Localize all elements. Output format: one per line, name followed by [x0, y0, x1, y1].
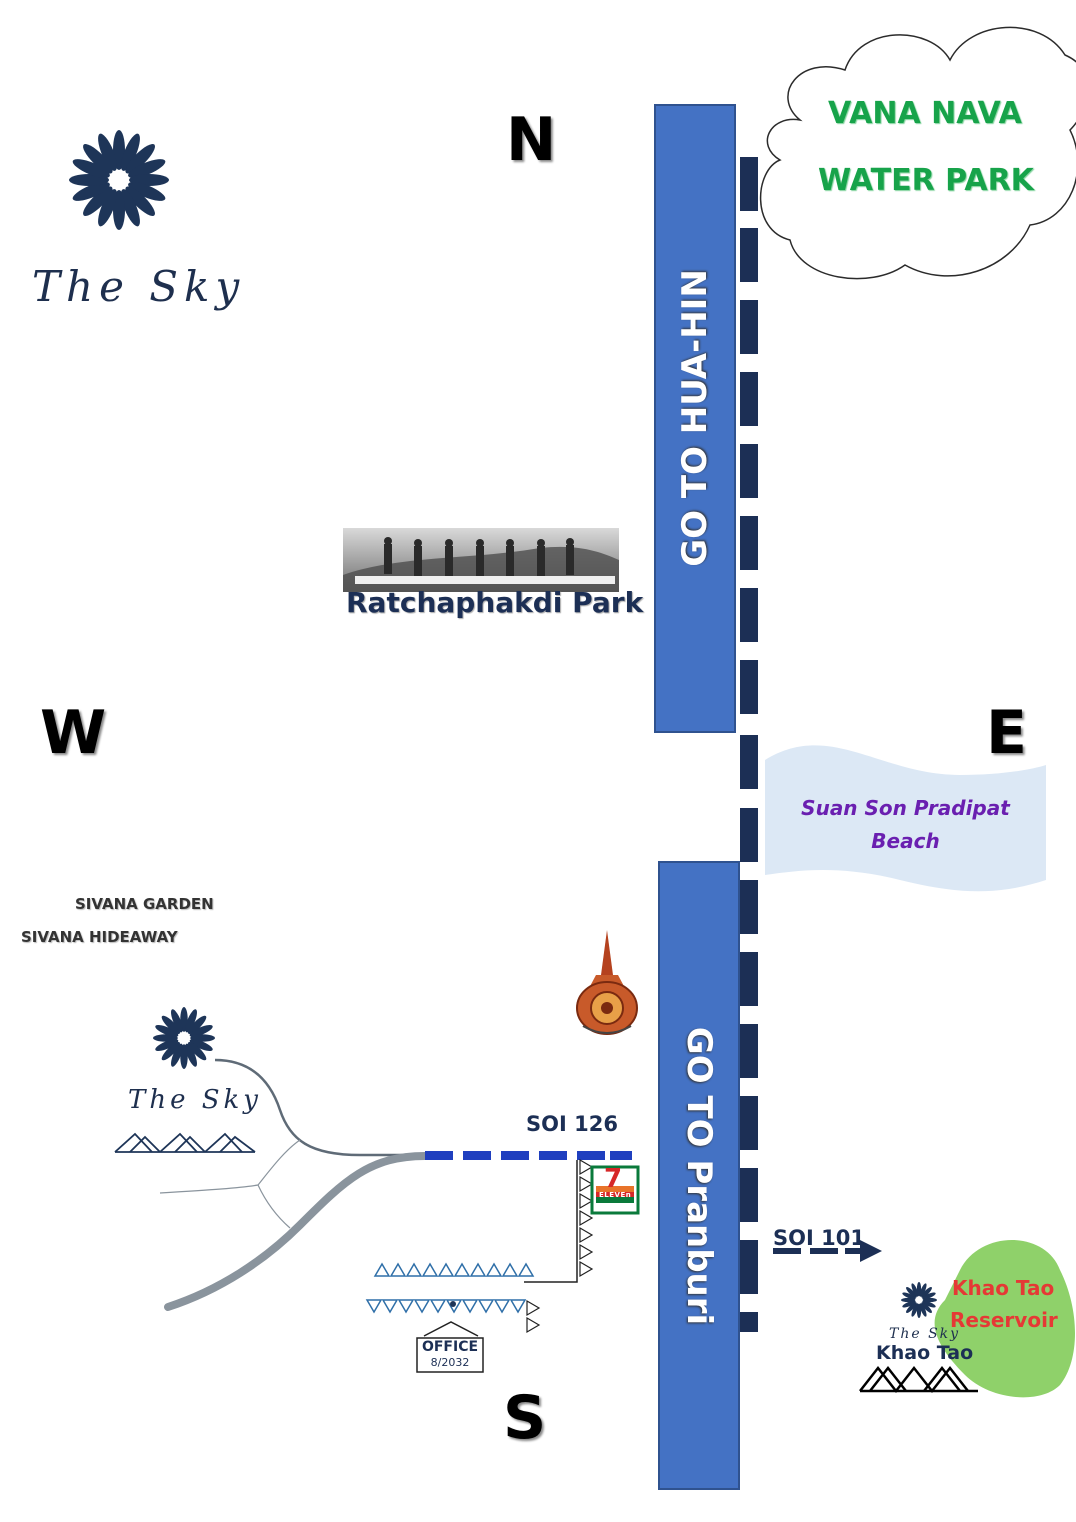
office-side-road: [524, 1160, 578, 1283]
road-to-pranburi: [658, 861, 740, 1490]
brand-name-main: The Sky: [32, 262, 246, 311]
triangle-row-up: [373, 1262, 535, 1277]
mountain-icon-west: [114, 1132, 256, 1153]
water-park-cloud: [759, 26, 1076, 280]
triangle-row-down: [365, 1299, 527, 1314]
brand-name-khao-tao: The Sky: [889, 1326, 961, 1342]
seven-eleven-text: ELEVEn: [599, 1191, 632, 1199]
office-marker-dot: [450, 1301, 456, 1307]
sivana-garden-label: SIVANA GARDEN: [75, 895, 214, 913]
temple-emblem-icon: [576, 930, 638, 1035]
sun-flower-logo-icon-main: [69, 130, 169, 230]
office-label: OFFICE: [421, 1339, 479, 1355]
water-park-line1: VANA NAVA: [828, 96, 1022, 131]
road-label-north: GO TO HUA-HIN: [675, 269, 715, 567]
triangle-markers-vertical: [526, 1158, 594, 1334]
beach-label: Suan Son Pradipat Beach: [765, 792, 1046, 858]
office-house-icon: [416, 1321, 484, 1373]
compass-west: W: [40, 698, 107, 768]
seven-eleven-number: 7: [604, 1164, 623, 1194]
compass-east: E: [986, 698, 1027, 768]
reservoir-shape: [934, 1240, 1075, 1398]
main-local-road: [164, 1152, 429, 1311]
soi-101-label: SOI 101: [773, 1226, 865, 1250]
seven-eleven-logo-icon: [590, 1165, 640, 1215]
mountain-icon-khao-tao: [859, 1365, 978, 1394]
beach-label-line1: Suan Son Pradipat: [801, 796, 1010, 820]
beach-label-line2: Beach: [871, 829, 940, 853]
center-road-dashes: [740, 157, 758, 1332]
soi-101-arrow: [773, 1240, 882, 1262]
road-to-hua-hin: [654, 104, 736, 733]
water-park-line2: WATER PARK: [818, 163, 1034, 198]
brand-name-west: The Sky: [128, 1085, 262, 1115]
ratchaphakdi-photo: [343, 528, 619, 592]
khao-tao-project-label: Khao Tao: [876, 1342, 974, 1364]
compass-north: N: [506, 105, 557, 175]
reservoir-label-line2: Reservoir: [950, 1308, 1058, 1332]
beach-shape: [765, 745, 1046, 892]
sun-flower-logo-icon-khao-tao: [901, 1282, 937, 1318]
park-label: Ratchaphakdi Park: [346, 586, 644, 619]
office-number: 8/2032: [430, 1356, 470, 1369]
sun-flower-logo-icon-west: [153, 1007, 215, 1069]
sivana-hideaway-label: SIVANA HIDEAWAY: [21, 928, 178, 946]
local-roads: [159, 1058, 425, 1229]
soi-126-road: [425, 1151, 632, 1160]
reservoir-label-line1: Khao Tao: [952, 1276, 1055, 1300]
compass-south: S: [503, 1383, 547, 1453]
soi-126-label: SOI 126: [526, 1112, 618, 1136]
road-label-south: GO TO Pranburi: [679, 1026, 719, 1326]
